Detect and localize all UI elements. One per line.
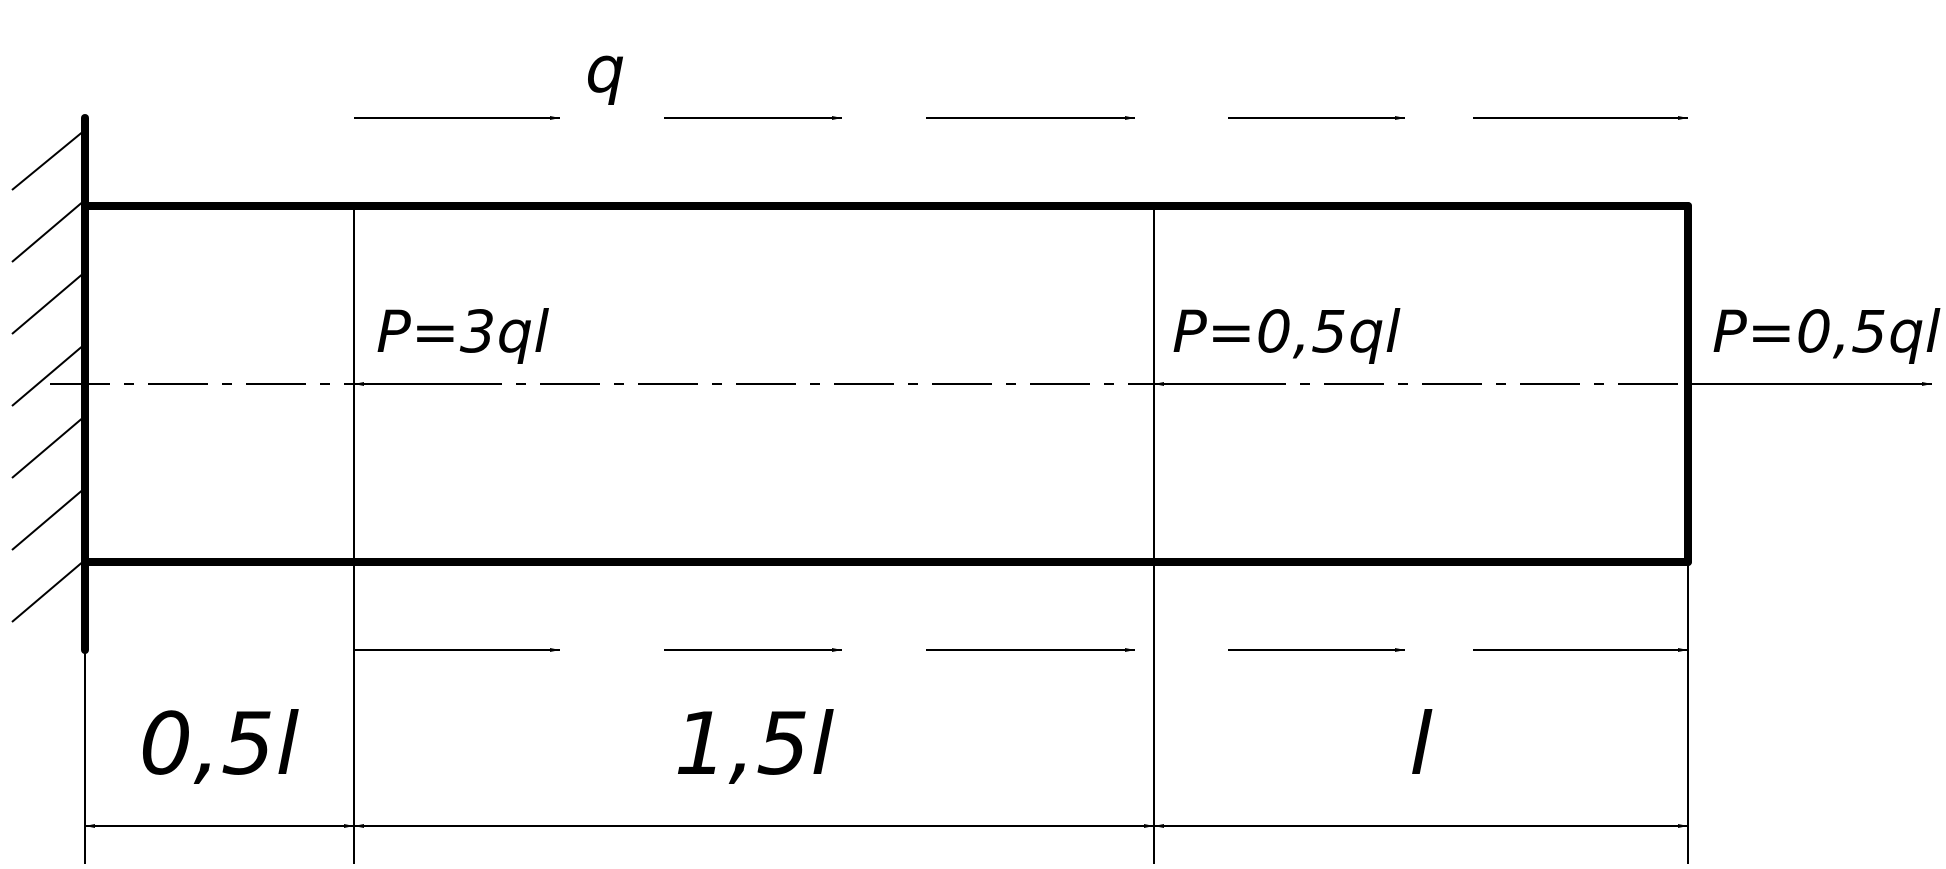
wall-hatching xyxy=(11,129,86,623)
force-label-1: P=3ql xyxy=(376,298,549,366)
beam xyxy=(50,202,1692,566)
segment-length-2: 1,5l xyxy=(674,695,835,795)
segment-length-3: l xyxy=(1409,695,1433,795)
extension-lines xyxy=(84,562,1689,864)
segment-length-1: 0,5l xyxy=(139,695,300,795)
distributed-load-label: q xyxy=(585,34,626,108)
force-label-3: P=0,5ql xyxy=(1712,298,1941,366)
force-label-2: P=0,5ql xyxy=(1172,298,1401,366)
